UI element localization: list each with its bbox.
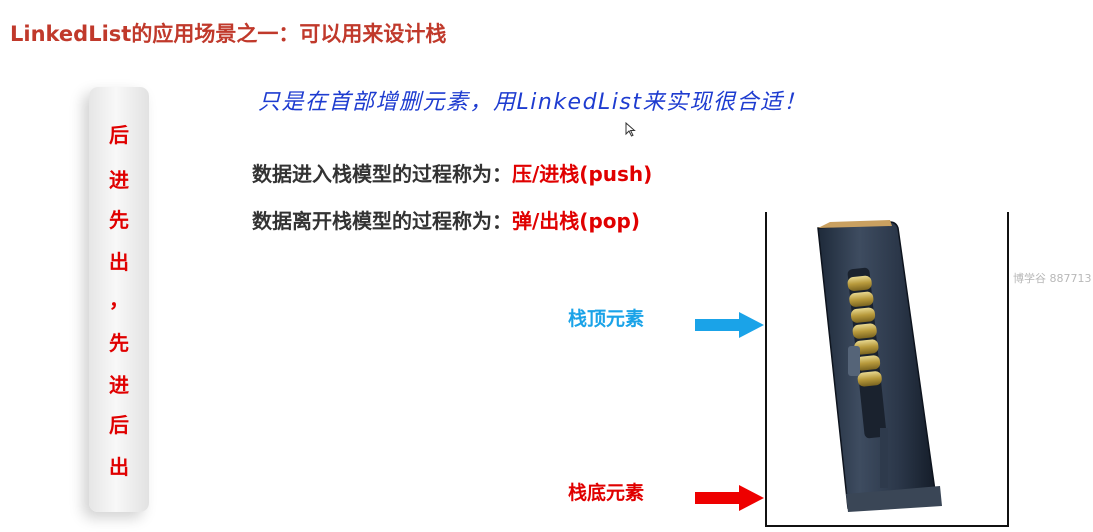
stack-top-label: 栈顶元素 — [568, 308, 645, 330]
arrow-right-icon — [695, 485, 764, 511]
pop-definition: 数据离开栈模型的过程称为：弹/出栈(pop) — [252, 205, 640, 234]
slogan-char: 后 — [109, 123, 129, 147]
pop-highlight: 弹/出栈(pop) — [512, 209, 640, 233]
slogan-char: ， — [109, 288, 129, 312]
pop-text: 数据离开栈模型的过程称为： — [252, 209, 512, 233]
push-definition: 数据进入栈模型的过程称为：压/进栈(push) — [252, 158, 652, 187]
slogan-char: 进 — [109, 373, 129, 397]
slogan-char: 先 — [109, 331, 129, 355]
slogan-char: 出 — [109, 250, 129, 274]
mouse-pointer-icon — [625, 122, 636, 137]
slogan-char: 先 — [109, 208, 129, 232]
page-title: LinkedList的应用场景之一：可以用来设计栈 — [10, 22, 447, 46]
slogan-char: 出 — [109, 455, 129, 479]
stack-bottom-label: 栈底元素 — [568, 482, 645, 504]
sidebar-slogan: 后 进 先 出 ， 先 进 后 出 — [89, 87, 149, 512]
push-highlight: 压/进栈(push) — [512, 162, 653, 186]
arrow-right-icon — [695, 312, 764, 338]
push-text: 数据进入栈模型的过程称为： — [252, 162, 512, 186]
slogan-char: 后 — [109, 413, 129, 437]
slogan-char: 进 — [109, 168, 129, 192]
magazine-illustration — [817, 220, 942, 512]
watermark: 博学谷 887713 — [1013, 272, 1092, 285]
stack-container — [765, 212, 1009, 527]
linkedlist-note: 只是在首部增删元素，用LinkedList来实现很合适！ — [258, 90, 808, 115]
